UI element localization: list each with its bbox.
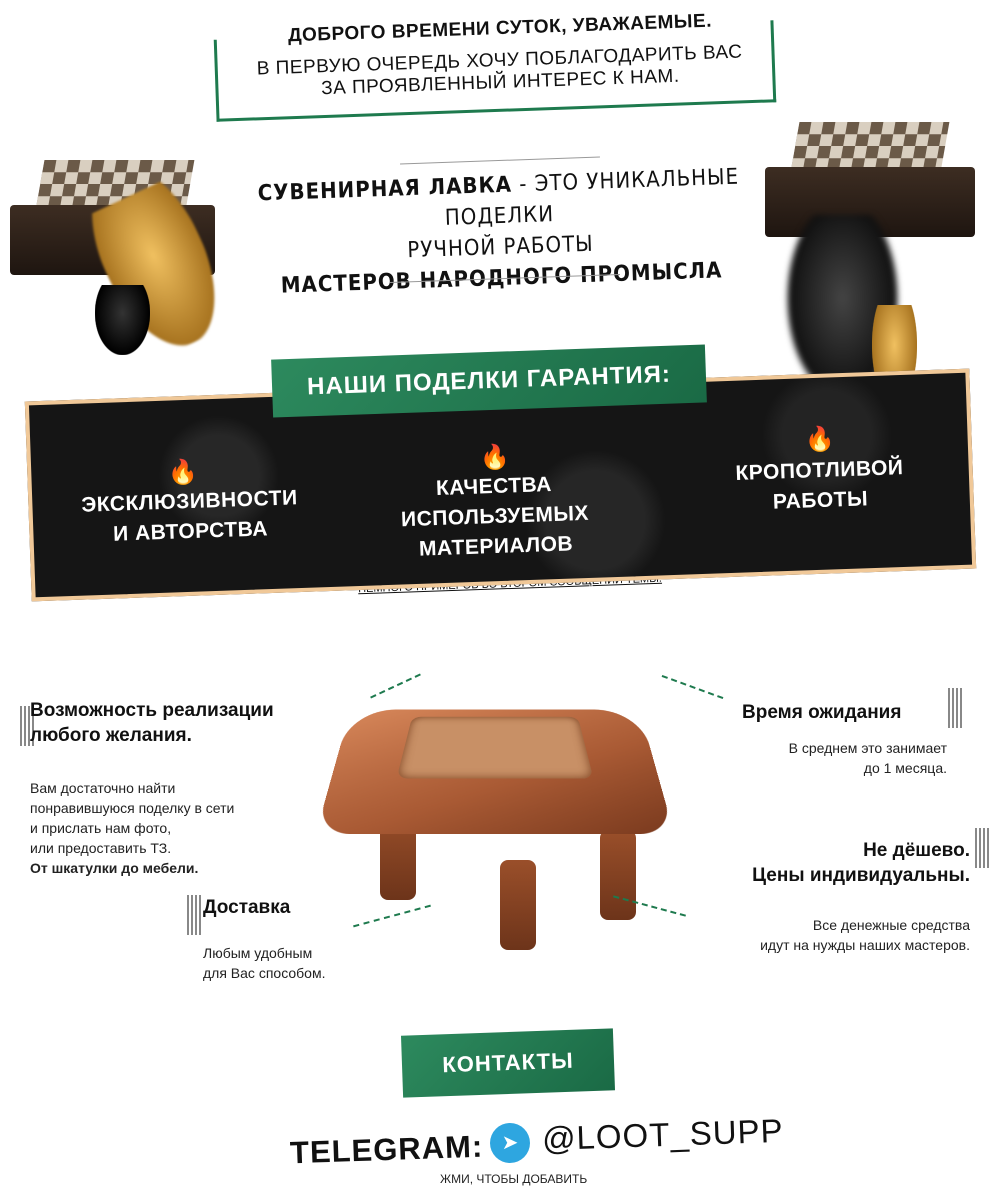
telegram-icon[interactable]: ➤ [490, 1123, 530, 1163]
dashed-arrow [661, 674, 724, 700]
add-hint: ЖМИ, ЧТОБЫ ДОБАВИТЬ [440, 1172, 588, 1186]
flame-icon: 🔥 [479, 443, 511, 472]
knight-piece-left-image [95, 285, 150, 355]
realization-text-line: понравившуюся поделку в сети [30, 800, 235, 816]
headline-brand: СУВЕНИРНАЯ ЛАВКА [257, 172, 513, 207]
waiting-text-line: до 1 месяца. [863, 760, 947, 776]
contacts-title: КОНТАКТЫ [400, 1028, 616, 1098]
realization-title-line: Возможность реализации [30, 700, 274, 721]
headline: СУВЕНИРНАЯ ЛАВКА - ЭТО УНИКАЛЬНЫЕ ПОДЕЛК… [238, 161, 762, 303]
price-title: Не дёшево. Цены индивидуальны. [690, 838, 970, 888]
guarantee-item-line: КАЧЕСТВА ИСПОЛЬЗУЕМЫХ [400, 473, 590, 532]
delivery-text: Любым удобным для Вас способом. [203, 943, 325, 983]
guarantee-item-line: РАБОТЫ [772, 487, 869, 514]
dashed-arrow [370, 673, 421, 699]
guarantee-item-quality: КАЧЕСТВА ИСПОЛЬЗУЕМЫХ МАТЕРИАЛОВ [344, 467, 647, 567]
delivery-text-line: для Вас способом. [203, 965, 326, 981]
realization-text-line: или предоставить ТЗ. [30, 840, 172, 856]
table-leg [600, 830, 636, 920]
realization-text-line: и прислать нам фото, [30, 820, 172, 836]
realization-title: Возможность реализации любого желания. [30, 698, 274, 748]
waiting-text-line: В среднем это занимает [788, 740, 947, 756]
price-title-line: Не дёшево. [863, 840, 970, 861]
realization-text: Вам достаточно найти понравившуюся подел… [30, 778, 234, 878]
ornament-corner-icon [975, 828, 989, 868]
price-title-line: Цены индивидуальны. [752, 865, 970, 886]
guarantee-item-exclusivity: ЭКСКЛЮЗИВНОСТИ И АВТОРСТВА [79, 483, 301, 551]
dashed-arrow [353, 904, 431, 928]
backgammon-board [396, 716, 594, 779]
telegram-label: TELEGRAM: [289, 1128, 484, 1171]
waiting-text: В среднем это занимает до 1 месяца. [742, 738, 947, 778]
table-leg [500, 860, 536, 950]
flame-icon: 🔥 [167, 458, 199, 487]
guarantee-item-work: КРОПОТЛИВОЙ РАБОТЫ [734, 453, 906, 519]
telegram-handle-link[interactable]: @LOOT_SUPP [541, 1111, 785, 1158]
guarantee-item-line: КРОПОТЛИВОЙ [735, 456, 904, 485]
ornament-corner-icon [187, 895, 201, 935]
chess-board-right [790, 122, 950, 172]
realization-title-line: любого желания. [30, 725, 192, 746]
ornament-top [400, 156, 600, 165]
delivery-text-line: Любым удобным [203, 945, 313, 961]
delivery-title: Доставка [203, 897, 291, 918]
realization-text-line: Вам достаточно найти [30, 780, 176, 796]
realization-bold: От шкатулки до мебели. [30, 860, 199, 876]
price-text-line: Все денежные средства [812, 917, 970, 933]
price-text-line: идут на нужды наших мастеров. [760, 937, 970, 953]
ornament-corner-icon [20, 706, 34, 746]
waiting-title: Время ожидания [742, 702, 902, 723]
ornament-corner-icon [948, 688, 962, 728]
flame-icon: 🔥 [804, 425, 836, 454]
price-text: Все денежные средства идут на нужды наши… [660, 915, 970, 955]
